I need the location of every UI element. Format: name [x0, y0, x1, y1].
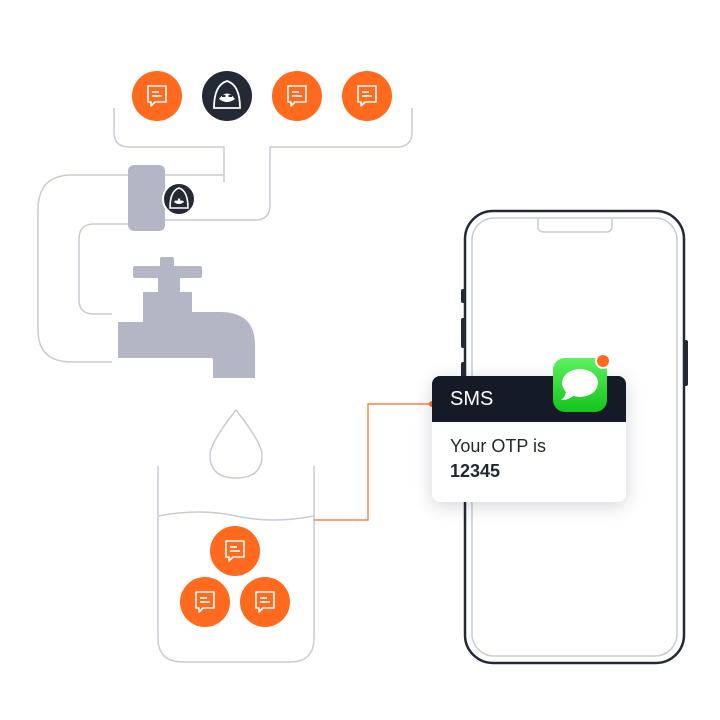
sms-otp-code: 12345: [450, 461, 501, 481]
pipe-outline: [37, 174, 225, 363]
faucet: [118, 257, 255, 378]
hooded-hacker-icon: [202, 71, 252, 121]
pipe-valve: [128, 165, 165, 231]
water-level-line: [157, 511, 315, 521]
valve-hacker-icon: [162, 182, 196, 216]
sms-message-text: Your OTP is: [450, 436, 547, 456]
chat-bubble-icon: [132, 71, 182, 121]
notification-badge: [595, 353, 611, 369]
connector-line: [314, 403, 432, 521]
sms-title: SMS: [450, 387, 494, 410]
chat-bubble-icon: [240, 577, 290, 627]
chat-bubble-icon: [342, 71, 392, 121]
message-tray-outline: [113, 108, 413, 221]
chat-bubble-icon: [210, 526, 260, 576]
water-drop-outline: [209, 408, 263, 479]
sms-body: Your OTP is 12345: [432, 422, 626, 496]
chat-bubble-icon: [272, 71, 322, 121]
glass-outline: [157, 466, 315, 663]
chat-bubble-icon: [180, 577, 230, 627]
